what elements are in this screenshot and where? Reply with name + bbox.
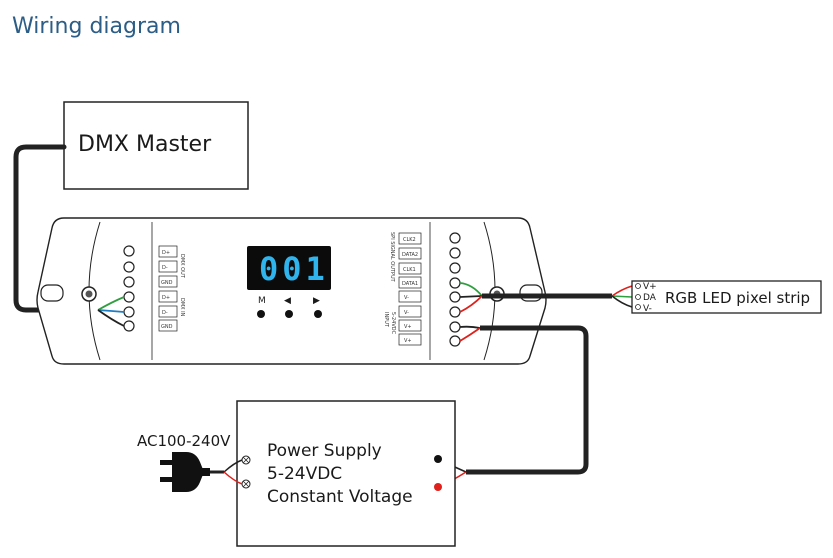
power-supply-line1: Power Supply	[267, 441, 382, 461]
dmx-master-label: DMX Master	[78, 132, 212, 157]
led-output-wires	[459, 282, 633, 313]
ac-input-label: AC100-240V	[137, 432, 231, 450]
decoder-buttons: M ◀ ▶	[257, 296, 322, 318]
led-strip-label: RGB LED pixel strip	[665, 289, 810, 307]
strip-pin-da: DA	[643, 293, 657, 303]
left-terminal-block	[123, 245, 135, 332]
right-button[interactable]	[314, 310, 322, 318]
dmx-out-gnd: GND	[161, 280, 173, 286]
dmx-out-caption: DMX OUT	[179, 254, 185, 279]
mode-button[interactable]	[257, 310, 265, 318]
dmx-in-labels: D+ D- GND DMX IN	[158, 290, 185, 332]
input-voltage-caption: 5-24VDC	[390, 312, 396, 335]
spi-output-labels: SPI SIGNAL OUTPUT CLK2 DATA2 CLK1 DATA1	[389, 232, 422, 289]
input-v-plus-1: V+	[404, 324, 412, 330]
left-button[interactable]	[285, 310, 293, 318]
dmx-in-wires	[97, 296, 125, 327]
led-display: 001	[247, 246, 331, 290]
input-caption: INPUT	[383, 312, 389, 328]
power-supply-box: Power Supply 5-24VDC Constant Voltage	[236, 400, 456, 547]
left-button-label: ◀	[284, 296, 291, 306]
spi-data2: DATA2	[402, 252, 418, 258]
decoder-unit: D+ D- GND DMX OUT D+ D- GND DMX IN 001 M…	[36, 217, 547, 365]
input-labels: INPUT 5-24VDC V- V- V+ V+	[383, 290, 422, 346]
input-v-plus-2: V+	[404, 338, 412, 344]
mode-button-label: M	[258, 296, 266, 306]
dmx-master-box: DMX Master	[63, 101, 249, 190]
spi-clk2: CLK2	[403, 237, 416, 243]
spi-caption: SPI SIGNAL OUTPUT	[389, 232, 395, 283]
spi-clk1: CLK1	[403, 267, 416, 273]
dmx-in-gnd: GND	[161, 324, 173, 330]
spi-data1: DATA1	[402, 281, 418, 287]
power-supply-line3: Constant Voltage	[267, 487, 413, 507]
strip-pin-v-plus: V+	[643, 282, 657, 292]
dmx-out-d-plus: D+	[162, 250, 170, 256]
right-terminal-block	[449, 232, 461, 347]
led-strip-box: V+ DA V- RGB LED pixel strip	[631, 280, 822, 314]
dmx-in-d-plus: D+	[162, 295, 170, 301]
dmx-in-d-minus: D-	[162, 310, 168, 316]
dmx-out-labels: D+ D- GND DMX OUT	[158, 245, 185, 288]
dc-negative-terminal	[434, 455, 442, 463]
input-v-minus-2: V-	[404, 310, 409, 316]
input-v-minus-1: V-	[404, 295, 409, 301]
dmx-out-d-minus: D-	[162, 265, 168, 271]
right-button-label: ▶	[313, 296, 320, 306]
dc-positive-terminal	[434, 483, 442, 491]
power-supply-line2: 5-24VDC	[267, 464, 342, 484]
display-value: 001	[259, 250, 329, 288]
ac-plug: AC100-240V	[137, 432, 243, 492]
page-title: Wiring diagram	[12, 14, 181, 39]
strip-pin-v-minus: V-	[643, 304, 652, 314]
dmx-in-caption: DMX IN	[179, 298, 185, 317]
